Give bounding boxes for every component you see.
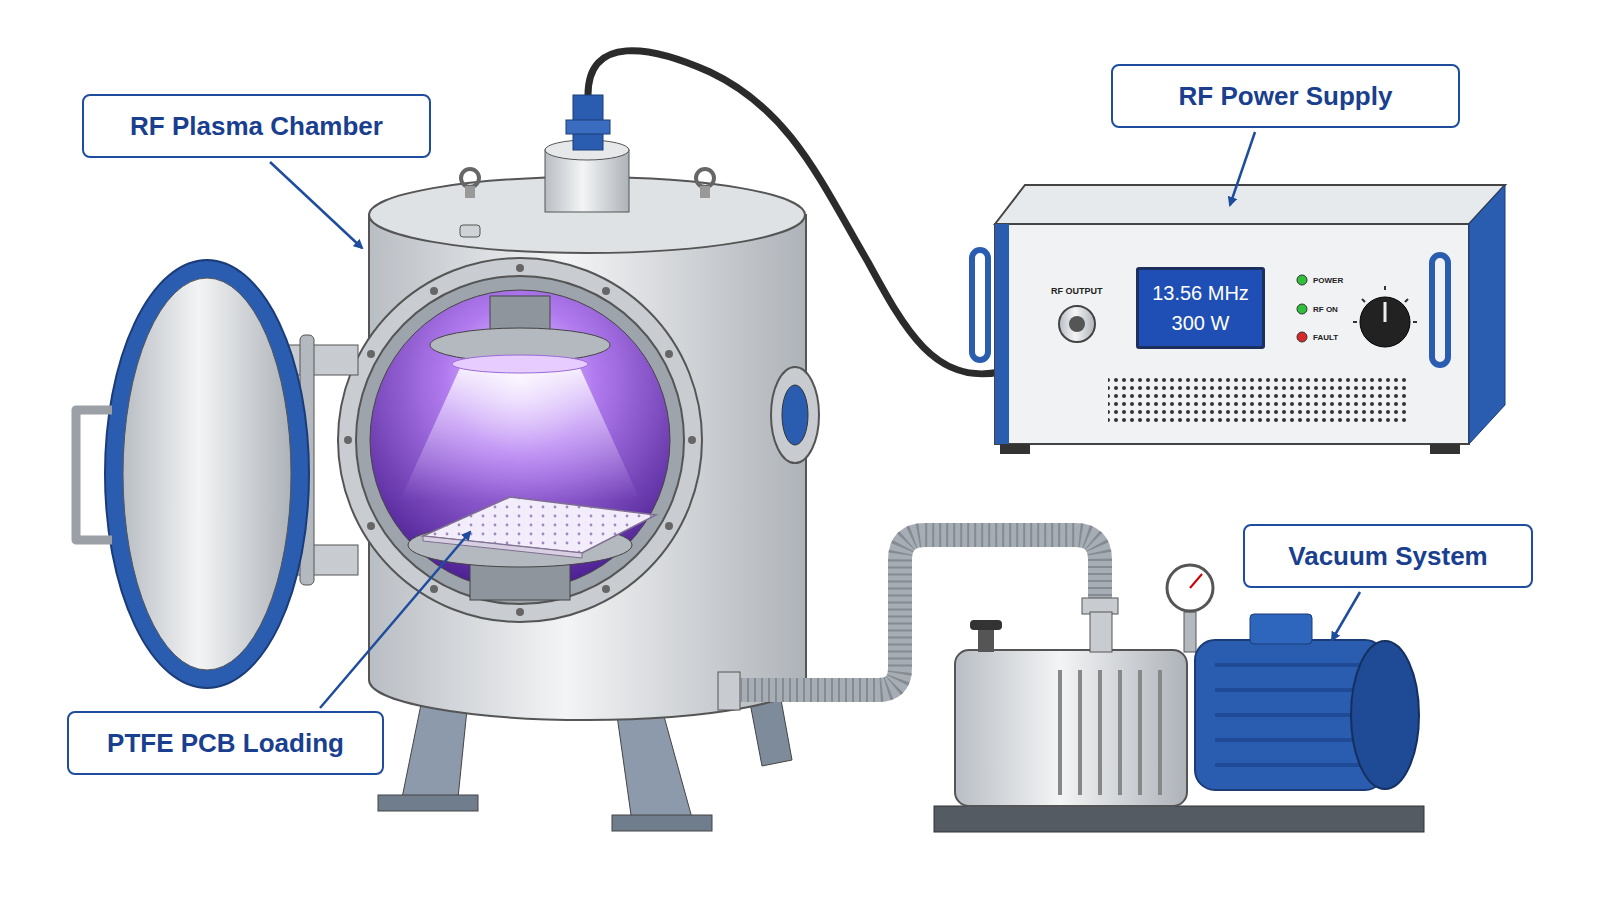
chamber-door-part — [76, 410, 112, 540]
leader-lines-part — [270, 162, 362, 248]
rf-power-supply-part — [1360, 297, 1410, 347]
panel-label: POWER — [1313, 275, 1343, 286]
display-reading: 300 W — [1149, 308, 1252, 338]
chamber-porthole-part — [665, 522, 673, 530]
plasma-chamber-part — [700, 186, 710, 198]
chamber-porthole-part — [338, 258, 702, 622]
leader-lines — [270, 132, 1360, 708]
plasma-chamber-part — [771, 367, 819, 463]
rf-power-supply-part — [1353, 286, 1417, 322]
vacuum-pump-part — [1060, 670, 1160, 795]
callout-box: PTFE PCB Loading — [67, 711, 384, 775]
vacuum-pump-part — [934, 806, 1424, 832]
rf-power-supply-part — [972, 250, 988, 360]
plasma-chamber-part — [465, 186, 475, 198]
panel-label: RF OUTPUT — [1051, 286, 1103, 297]
chamber-porthole-part — [516, 264, 524, 272]
plasma-chamber-part — [460, 225, 480, 237]
rf-power-supply-part — [1297, 275, 1307, 285]
chamber-porthole-part — [400, 368, 640, 500]
chamber-porthole-part — [516, 608, 524, 616]
chamber-porthole-part — [602, 585, 610, 593]
ptfe-pcb — [423, 497, 656, 558]
chamber-door-part — [105, 260, 309, 688]
plasma-chamber-part — [696, 169, 714, 187]
chamber-porthole-part — [356, 276, 684, 604]
chamber-legs-part — [612, 815, 712, 831]
ptfe-pcb-part — [423, 536, 582, 558]
chamber-door — [76, 260, 358, 688]
callout-box: RF Plasma Chamber — [82, 94, 431, 158]
display-reading: 13.56 MHz — [1149, 278, 1252, 308]
vacuum-pump-part — [970, 620, 1002, 630]
chamber-porthole-part — [370, 290, 670, 590]
callout-box: Vacuum System — [1243, 524, 1533, 588]
rf-power-supply-part — [995, 224, 1009, 444]
vacuum-pump-part — [1090, 612, 1112, 652]
vacuum-pump-part — [1351, 641, 1419, 789]
plasma-chamber — [369, 95, 819, 720]
rf-power-supply — [972, 185, 1505, 454]
rf-power-supply-part — [995, 185, 1505, 224]
chamber-porthole-part — [367, 522, 375, 530]
rf-power-supply-part — [995, 224, 1469, 444]
lcd-display: 13.56 MHz300 W — [1136, 267, 1265, 349]
rf-power-supply-part — [1069, 316, 1085, 332]
plasma-chamber-part — [718, 672, 740, 710]
plasma-chamber-part — [782, 385, 808, 445]
rf-power-supply-part — [1059, 306, 1095, 342]
plasma-chamber-part — [461, 169, 479, 187]
vacuum-pump-part — [1167, 565, 1213, 611]
chamber-porthole-part — [344, 436, 352, 444]
vacuum-pump-part — [978, 628, 994, 652]
panel-label: FAULT — [1313, 332, 1338, 343]
rf-power-supply-part — [1297, 332, 1307, 342]
chamber-porthole-part — [688, 436, 696, 444]
chamber-porthole-part — [452, 355, 588, 373]
chamber-porthole-part — [367, 350, 375, 358]
rf-power-supply-part — [1432, 255, 1448, 365]
callout-label: PTFE PCB Loading — [99, 727, 352, 759]
rf-power-supply-part — [1469, 185, 1505, 444]
leader-lines-part — [1332, 592, 1360, 640]
chamber-porthole-part — [430, 287, 438, 295]
chamber-legs-part — [378, 795, 478, 811]
vacuum-pump-part — [1215, 665, 1370, 765]
vacuum-pump-part — [955, 650, 1187, 806]
chamber-porthole-part — [430, 585, 438, 593]
chamber-porthole-part — [602, 287, 610, 295]
chamber-porthole-part — [665, 350, 673, 358]
callout-box: RF Power Supply — [1111, 64, 1460, 128]
callout-label: RF Power Supply — [1143, 80, 1428, 112]
rf-power-supply-part — [1000, 444, 1030, 454]
chamber-porthole — [338, 258, 702, 622]
callout-label: Vacuum System — [1275, 540, 1501, 572]
vacuum-pump-part — [1250, 614, 1312, 644]
leader-lines-part — [1230, 132, 1255, 205]
plasma-chamber-part — [566, 120, 610, 134]
vacuum-pump-part — [1184, 612, 1196, 652]
rf-power-supply-part — [1297, 304, 1307, 314]
rf-power-supply-part — [1430, 444, 1460, 454]
callout-label: RF Plasma Chamber — [114, 110, 399, 142]
rf-power-supply-part — [1108, 378, 1408, 423]
vacuum-pump — [934, 565, 1424, 832]
panel-label: RF ON — [1313, 304, 1338, 315]
leader-lines-part — [320, 532, 470, 708]
chamber-door-part — [123, 278, 291, 670]
chamber-door-part — [288, 345, 358, 375]
vacuum-pump-part — [1190, 574, 1202, 588]
rf-power-supply-part — [1384, 302, 1387, 322]
